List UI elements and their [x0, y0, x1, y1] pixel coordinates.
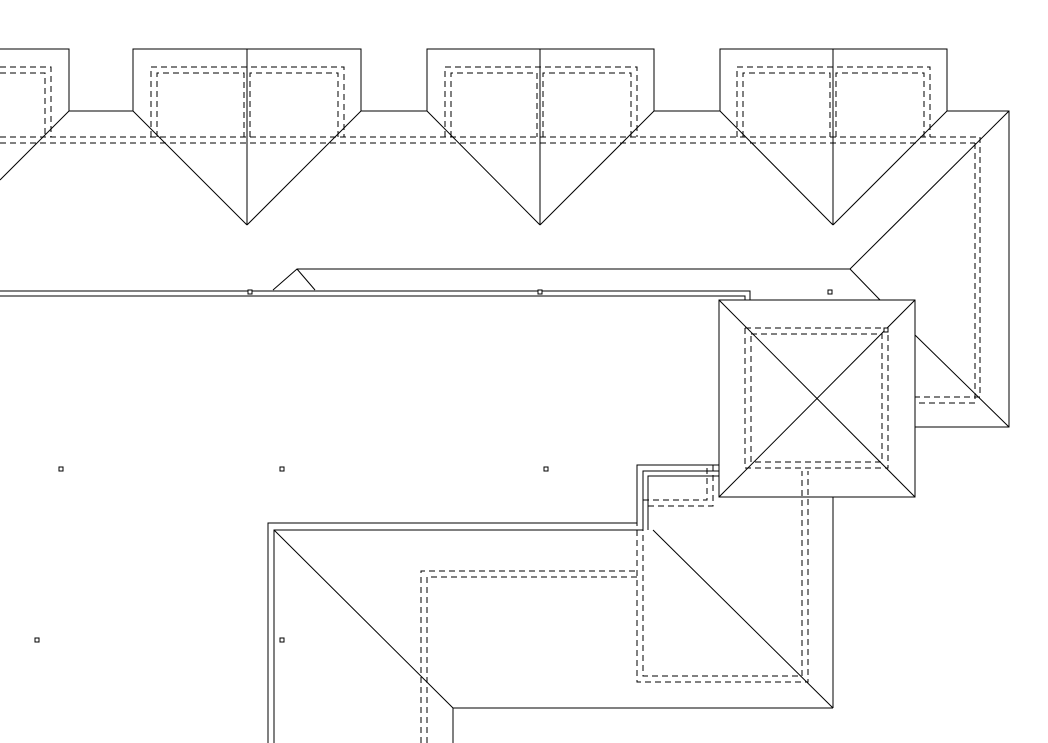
lower-wing — [267, 464, 834, 743]
dormer-3 — [719, 48, 948, 226]
dormer-1 — [132, 48, 362, 226]
dormer-left-partial — [0, 48, 70, 181]
dormer-2 — [426, 48, 655, 226]
column-markers — [34, 289, 889, 643]
wall-upper — [0, 290, 751, 465]
tower-hip-roof — [718, 299, 916, 498]
main-roof-upper — [0, 110, 1010, 428]
